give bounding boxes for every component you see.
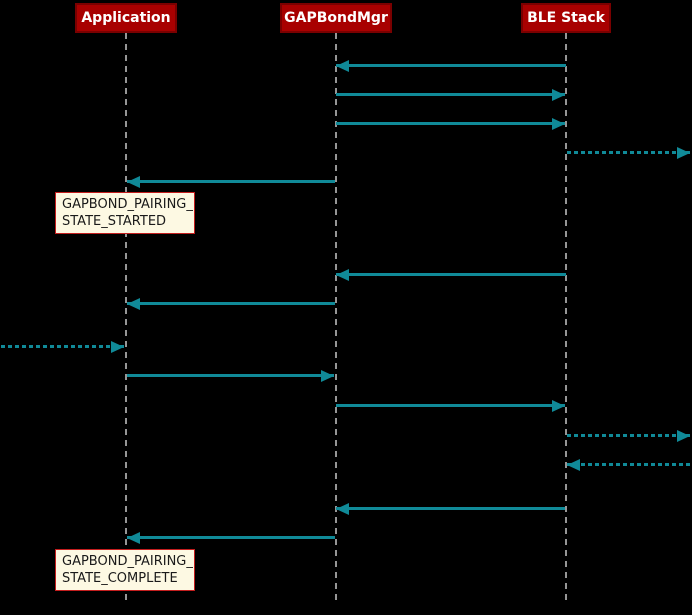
- participant-application: Application: [75, 3, 177, 33]
- arrowhead-icon: [336, 269, 349, 281]
- note-pairing-state-complete: GAPBOND_PAIRING_ STATE_COMPLETE: [55, 549, 195, 592]
- arrowhead-icon: [336, 503, 349, 515]
- message-arrow-11-ble-stack-to-offpage-right: [567, 434, 690, 437]
- arrowhead-icon: [127, 176, 140, 188]
- message-arrow-8-offpage-left-to-application: [1, 345, 124, 348]
- message-arrow-9-application-to-gapbondmgr: [127, 374, 334, 377]
- arrowhead-icon: [336, 60, 349, 72]
- arrowhead-icon: [677, 430, 690, 442]
- arrowhead-icon: [111, 341, 124, 353]
- message-arrow-3-gapbondmgr-to-ble-stack: [336, 122, 565, 125]
- message-arrow-2-gapbondmgr-to-ble-stack: [336, 93, 565, 96]
- message-arrow-6-ble-stack-to-gapbondmgr: [336, 273, 566, 276]
- arrowhead-icon: [552, 89, 565, 101]
- message-arrow-14-gapbondmgr-to-application: [127, 536, 335, 539]
- arrowhead-icon: [567, 459, 580, 471]
- message-arrow-5-gapbondmgr-to-application: [127, 180, 335, 183]
- arrowhead-icon: [552, 118, 565, 130]
- participant-ble-stack: BLE Stack: [521, 3, 611, 33]
- arrowhead-icon: [677, 147, 690, 159]
- arrowhead-icon: [127, 532, 140, 544]
- arrowhead-icon: [127, 298, 140, 310]
- note-pairing-state-started: GAPBOND_PAIRING_ STATE_STARTED: [55, 192, 195, 235]
- message-arrow-1-ble-stack-to-gapbondmgr: [336, 64, 566, 67]
- message-arrow-13-ble-stack-to-gapbondmgr: [336, 507, 565, 510]
- message-arrow-4-ble-stack-to-offpage-right: [567, 151, 690, 154]
- message-arrow-12-offpage-right-to-ble-stack: [567, 463, 691, 466]
- message-arrow-7-gapbondmgr-to-application: [127, 302, 335, 305]
- arrowhead-icon: [321, 370, 334, 382]
- lifeline-ble-stack: [565, 33, 567, 604]
- lifeline-gapbondmgr: [335, 33, 337, 604]
- arrowhead-icon: [552, 400, 565, 412]
- participant-gapbondmgr: GAPBondMgr: [280, 3, 392, 33]
- lifeline-application: [125, 33, 127, 604]
- message-arrow-10-gapbondmgr-to-ble-stack: [336, 404, 565, 407]
